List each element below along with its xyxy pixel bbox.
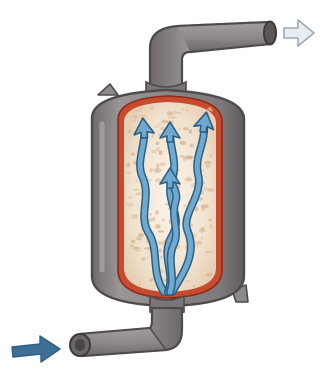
texture-speckle — [126, 163, 130, 168]
texture-speckle — [151, 135, 154, 138]
texture-speckle — [155, 224, 160, 228]
texture-speckle — [209, 219, 212, 221]
texture-speckle — [189, 130, 193, 134]
texture-speckle — [186, 109, 189, 111]
texture-speckle — [133, 115, 137, 119]
texture-speckle — [154, 168, 162, 173]
texture-speckle — [128, 196, 133, 200]
texture-speckle — [185, 280, 191, 283]
texture-speckle — [207, 108, 212, 112]
texture-speckle — [171, 116, 176, 118]
texture-speckle — [183, 127, 189, 130]
texture-speckle — [193, 285, 196, 288]
texture-speckle — [167, 111, 172, 115]
texture-speckle — [142, 257, 146, 261]
texture-speckle — [204, 161, 211, 165]
texture-speckle — [209, 153, 211, 157]
mounting-tab-top — [98, 84, 118, 95]
texture-speckle — [146, 257, 149, 259]
texture-speckle — [135, 110, 142, 112]
texture-speckle — [161, 120, 169, 124]
texture-speckle — [131, 240, 136, 244]
texture-speckle — [158, 230, 164, 233]
texture-speckle — [135, 250, 142, 253]
texture-speckle — [144, 247, 150, 249]
texture-speckle — [155, 210, 159, 215]
texture-speckle — [210, 225, 213, 229]
texture-speckle — [130, 152, 135, 156]
texture-speckle — [205, 251, 213, 253]
texture-speckle — [149, 280, 154, 282]
texture-speckle — [159, 150, 163, 155]
texture-speckle — [158, 241, 165, 244]
texture-speckle — [185, 177, 192, 181]
texture-speckle — [160, 256, 163, 259]
texture-speckle — [180, 141, 187, 145]
texture-speckle — [148, 219, 151, 221]
texture-speckle — [150, 213, 152, 215]
texture-speckle — [201, 206, 206, 210]
arrow-right-outline-icon — [284, 20, 314, 46]
texture-speckle — [206, 273, 213, 277]
texture-speckle — [133, 247, 141, 250]
texture-speckle — [139, 281, 141, 286]
texture-speckle — [190, 144, 194, 148]
texture-speckle — [126, 202, 133, 207]
texture-speckle — [206, 165, 211, 168]
texture-speckle — [199, 228, 205, 233]
texture-speckle — [135, 179, 138, 182]
texture-speckle — [154, 126, 160, 128]
texture-speckle — [182, 108, 184, 110]
texture-speckle — [185, 156, 193, 159]
texture-speckle — [159, 163, 166, 166]
outlet-pipe — [146, 22, 276, 101]
texture-speckle — [137, 236, 143, 241]
texture-speckle — [133, 189, 140, 191]
texture-speckle — [151, 150, 156, 154]
texture-speckle — [157, 123, 162, 125]
texture-speckle — [202, 187, 209, 190]
texture-speckle — [127, 130, 131, 133]
texture-speckle — [201, 236, 203, 239]
texture-speckle — [168, 116, 172, 119]
texture-speckle — [126, 171, 132, 174]
texture-speckle — [162, 218, 166, 221]
texture-speckle — [155, 142, 159, 145]
texture-speckle — [129, 245, 134, 247]
texture-speckle — [133, 119, 136, 122]
texture-speckle — [176, 112, 182, 114]
texture-speckle — [131, 214, 138, 219]
texture-speckle — [183, 205, 186, 207]
texture-speckle — [139, 107, 145, 109]
texture-speckle — [190, 224, 193, 226]
texture-speckle — [155, 178, 161, 183]
texture-speckle — [180, 155, 184, 157]
texture-speckle — [149, 106, 154, 110]
texture-speckle — [178, 128, 182, 131]
inlet-pipe — [70, 296, 184, 356]
texture-speckle — [156, 163, 159, 168]
arrow-right-icon — [12, 336, 60, 362]
texture-speckle — [156, 147, 160, 151]
texture-speckle — [150, 168, 153, 172]
texture-speckle — [159, 248, 162, 252]
